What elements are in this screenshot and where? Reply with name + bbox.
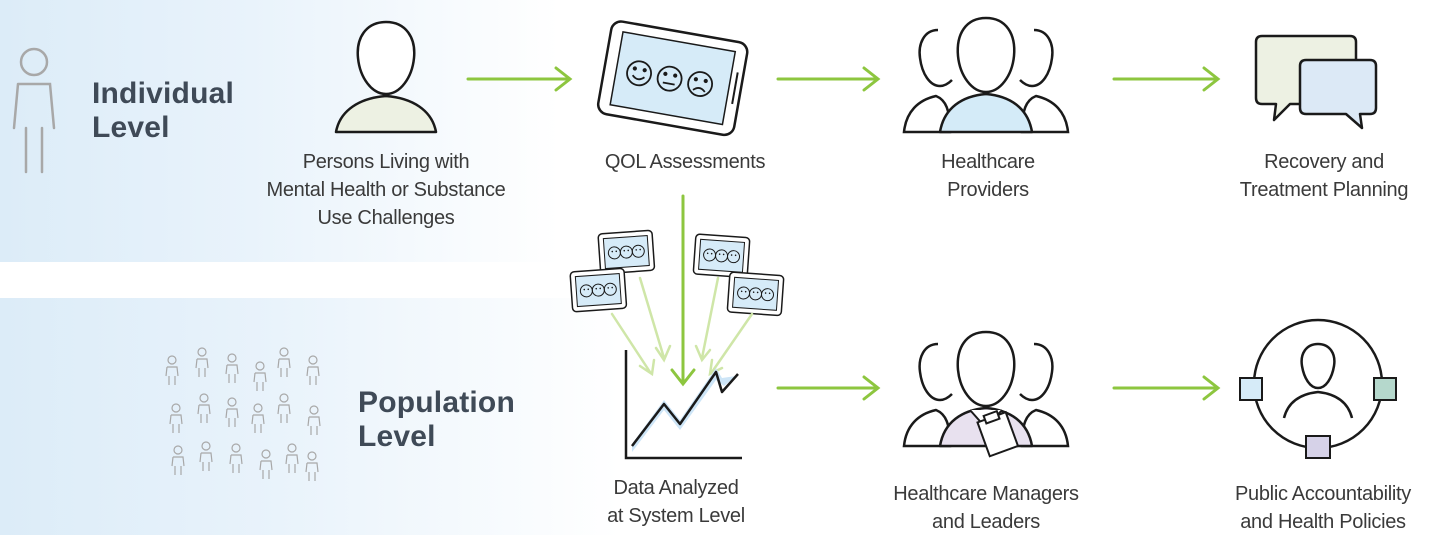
public-caption: Public Accountability and Health Policie… (1206, 480, 1440, 536)
qol-caption: QOL Assessments (570, 148, 800, 176)
managers-caption: Healthcare Managers and Leaders (876, 480, 1096, 536)
public-caption-line: and Health Policies (1240, 511, 1406, 533)
population-level-line2: Level (358, 420, 436, 453)
population-crowd-icon (165, 347, 321, 482)
mini-tablet-icons (570, 230, 784, 315)
arrow-qol-to-data (670, 194, 696, 387)
group-icon (902, 16, 1070, 134)
arrow-qol-to-providers (776, 66, 881, 92)
population-level-title: Population Level (358, 386, 515, 454)
persons-caption-line: Use Challenges (317, 207, 455, 229)
persons-caption: Persons Living with Mental Health or Sub… (246, 148, 526, 232)
providers-caption-line: Providers (947, 179, 1029, 201)
individual-level-band (0, 0, 560, 262)
data-caption: Data Analyzed at System Level (586, 474, 766, 530)
data-caption-line: Data Analyzed (613, 477, 739, 499)
line-chart-icon (624, 350, 742, 460)
manager-group-icon (902, 330, 1070, 458)
persons-caption-line: Mental Health or Substance (266, 179, 506, 201)
providers-caption-line: Healthcare (941, 151, 1035, 173)
individual-level-line1: Individual (92, 77, 235, 110)
population-level-line1: Population (358, 386, 515, 419)
arrow-data-to-managers (776, 375, 881, 401)
person-icon (334, 20, 438, 134)
individual-level-line2: Level (92, 111, 170, 144)
individual-level-title: Individual Level (92, 77, 234, 145)
managers-caption-line: Healthcare Managers (893, 483, 1079, 505)
persons-caption-line: Persons Living with (302, 151, 470, 173)
recovery-caption-line: Treatment Planning (1239, 179, 1409, 201)
arrow-persons-to-qol (466, 66, 573, 92)
tablet-icon (596, 20, 749, 137)
providers-caption: Healthcare Providers (888, 148, 1088, 204)
light-arrows (610, 276, 754, 377)
data-caption-line: at System Level (607, 505, 745, 527)
network-person-icon (1239, 318, 1397, 459)
recovery-caption: Recovery and Treatment Planning (1214, 148, 1434, 204)
speech-bubbles-icon (1254, 34, 1378, 130)
managers-caption-line: and Leaders (932, 511, 1040, 533)
arrow-providers-to-recovery (1112, 66, 1221, 92)
recovery-caption-line: Recovery and (1264, 151, 1384, 173)
public-caption-line: Public Accountability (1234, 483, 1412, 505)
qol-caption-line: QOL Assessments (604, 151, 766, 173)
arrow-managers-to-public (1112, 375, 1221, 401)
individual-level-icon (12, 47, 56, 174)
